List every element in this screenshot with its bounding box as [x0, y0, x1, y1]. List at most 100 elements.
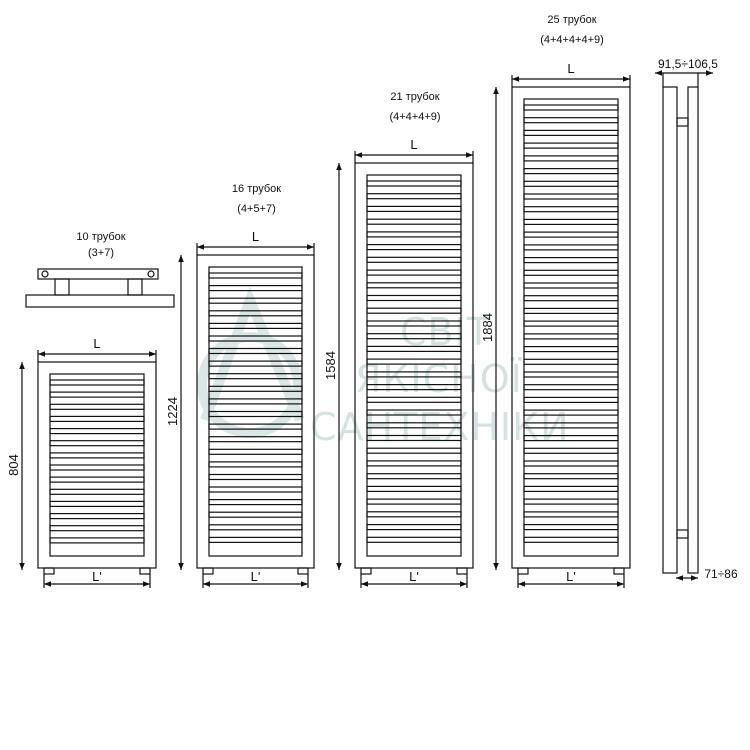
- radiator-tube: [208, 360, 303, 367]
- top-view-combo-label: (3+7): [88, 247, 114, 259]
- radiator-tube: [523, 155, 619, 162]
- radiator-inner-frame: [523, 98, 619, 557]
- radiator-tube: [49, 452, 145, 459]
- radiator-tube: [208, 410, 303, 418]
- side-view-bracket-bottom: [676, 529, 689, 539]
- radiator-foot: [517, 567, 529, 575]
- radiator-tube: [523, 269, 619, 276]
- radiator-tube: [366, 307, 462, 314]
- radiator-tube: [366, 384, 462, 391]
- radiator-tube: [523, 498, 619, 505]
- radiator-tube: [208, 436, 303, 443]
- radiator-tube: [208, 335, 303, 342]
- radiator-1: LL'804: [6, 336, 157, 588]
- radiator-tube: [49, 512, 145, 520]
- radiator-tube: [523, 435, 619, 442]
- radiator-tube: [366, 447, 462, 454]
- radiator-tube: [366, 333, 462, 340]
- radiator-tube: [366, 498, 462, 505]
- radiator-foot: [613, 567, 625, 575]
- radiator-tube: [49, 391, 145, 398]
- radiator-tube: [49, 403, 145, 410]
- radiator-tube: [523, 180, 619, 187]
- radiator-tube: [208, 347, 303, 355]
- radiator-tube: [208, 398, 303, 405]
- radiator-tube: [49, 415, 145, 422]
- radiator-tube-combo-label: (4+4+4+9): [389, 111, 440, 123]
- radiator-height-label: 1884: [480, 313, 495, 342]
- radiator-outer-frame: [511, 86, 631, 569]
- radiator-tube: [208, 536, 303, 544]
- radiator-tube: [523, 142, 619, 149]
- radiator-tube: [366, 511, 462, 518]
- radiator-tube: [208, 461, 303, 468]
- radiator-tube: [208, 297, 303, 304]
- radiator-tube: [366, 320, 462, 327]
- side-view-bracket-top: [676, 117, 689, 127]
- radiator-base-label: L': [92, 569, 102, 584]
- radiator-tube: [366, 294, 462, 302]
- radiator-tube: [523, 511, 619, 518]
- side-view-depth-top-label: 91,5÷106,5: [658, 57, 718, 71]
- top-view: 10 трубок (3+7): [25, 231, 175, 308]
- radiator-tube: [366, 422, 462, 429]
- radiator-tube: [523, 447, 619, 454]
- radiator-tube-combo-label: (4+5+7): [237, 203, 276, 215]
- radiator-tube: [49, 537, 145, 544]
- radiator-tube: [523, 346, 619, 353]
- radiator-tube: [366, 523, 462, 531]
- radiator-tube: [523, 485, 619, 492]
- top-view-bolt-right-icon: [147, 270, 155, 278]
- radiator-tube: [523, 409, 619, 416]
- radiator-tube: [208, 511, 303, 518]
- radiator-tube-count-label: 25 трубок: [547, 14, 596, 26]
- radiator-tube: [523, 218, 619, 225]
- radiator-foot: [43, 567, 55, 575]
- radiator-foot: [202, 567, 214, 575]
- top-view-mount-plate: [25, 294, 175, 308]
- side-view-wall-bar: [687, 86, 699, 574]
- radiator-tube: [49, 379, 145, 386]
- radiator-tube: [208, 423, 303, 430]
- radiator-tube: [523, 168, 619, 175]
- radiator-tube: [208, 322, 303, 329]
- radiator-tube: [523, 257, 619, 264]
- top-view-bolt-left-icon: [41, 270, 49, 278]
- radiator-tube: [523, 295, 619, 302]
- radiator-height-label: 1584: [323, 351, 338, 380]
- radiator-tube: [208, 385, 303, 392]
- radiator-tube: [366, 358, 462, 365]
- side-view: 91,5÷106,5 71÷86: [655, 57, 738, 581]
- radiator-base-label: L': [409, 569, 419, 584]
- radiator-tube: [523, 523, 619, 531]
- radiator-tube: [208, 448, 303, 455]
- radiator-tube: [366, 180, 462, 187]
- radiator-tube: [366, 396, 462, 403]
- radiator-tube: [49, 464, 145, 471]
- radiator-tube: [523, 104, 619, 111]
- radiator-tube: [366, 218, 462, 225]
- radiator-tube: [366, 460, 462, 467]
- top-view-count-label: 10 трубок: [76, 231, 125, 243]
- radiator-tube: [523, 193, 619, 200]
- radiator-foot: [297, 567, 309, 575]
- radiator-tube: [523, 371, 619, 378]
- radiator-tube: [523, 307, 619, 314]
- radiator-outer-frame: [196, 254, 315, 569]
- side-view-profile: [662, 86, 678, 574]
- radiator-tube: [523, 244, 619, 251]
- radiator-tube: [523, 231, 619, 238]
- radiator-tube: [523, 333, 619, 340]
- radiator-tube: [208, 310, 303, 317]
- radiator-tube: [366, 409, 462, 416]
- radiator-tube: [366, 205, 462, 212]
- radiator-tube-count-label: 16 трубок: [232, 183, 281, 195]
- radiator-tube: [366, 536, 462, 543]
- radiator-width-label: L: [93, 336, 100, 351]
- radiator-tube: [366, 434, 462, 442]
- radiator-tube: [49, 500, 145, 507]
